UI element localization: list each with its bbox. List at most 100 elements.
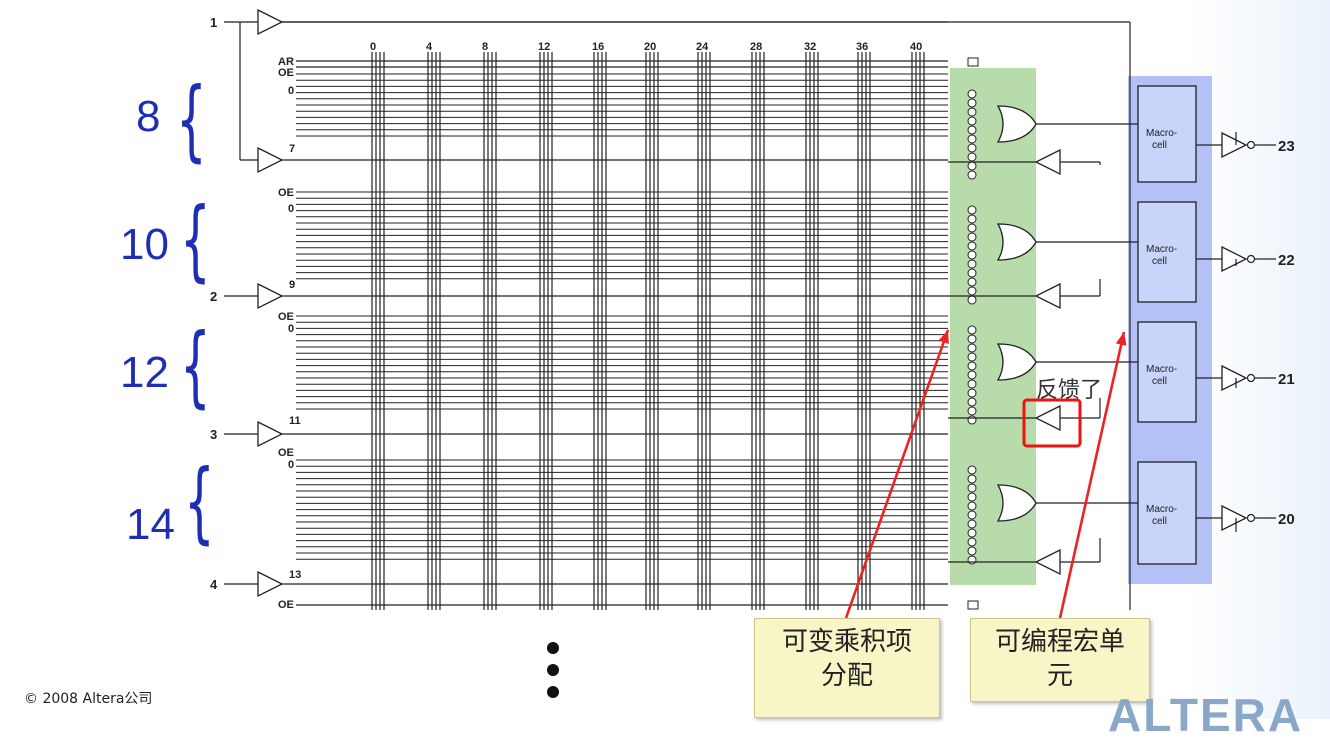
and-gate-icon (967, 370, 977, 380)
row-label-zero: 0 (288, 323, 294, 335)
input-pin-number: 1 (210, 15, 217, 30)
and-gate-icon (967, 492, 977, 502)
feedback-row-number: 9 (289, 279, 295, 291)
row-label-oe: OE (278, 311, 294, 323)
row-label-oe: OE (278, 67, 294, 79)
altera-logo: ALTERA (1108, 689, 1304, 741)
callout-product-terms-line1: 可变乘积项 (781, 627, 912, 657)
buffer-icon (257, 282, 284, 310)
callout-macrocell-line2: 元 (1046, 661, 1073, 691)
and-gate-icon (967, 134, 977, 144)
background-gradient (1190, 0, 1330, 719)
row-label-oe: OE (278, 599, 294, 611)
row-label-oe: OE (278, 447, 294, 459)
buffer-icon (257, 8, 284, 36)
row-label-oe: OE (278, 187, 294, 199)
column-number: 0 (370, 41, 376, 53)
and-gate-icon (967, 465, 977, 475)
input-pin-number: 3 (210, 427, 217, 442)
column-number: 40 (910, 41, 922, 53)
and-gate-icon (967, 107, 977, 117)
buffer-icon (1034, 404, 1061, 432)
and-gate-icon (967, 161, 977, 171)
row-label-zero: 0 (288, 85, 294, 97)
feedback-row-number: 13 (289, 569, 301, 581)
column-number: 4 (426, 41, 433, 53)
row-label-zero: 0 (288, 203, 294, 215)
and-gate-icon (967, 325, 977, 335)
output-pin-number: 21 (1278, 371, 1295, 388)
buffer-icon (1221, 131, 1248, 159)
callout-product-terms: 可变乘积项 分配 (754, 618, 940, 718)
and-gate-icon (967, 143, 977, 153)
macrocell-label: Macro- (1146, 504, 1177, 515)
output-pin-number: 22 (1278, 252, 1295, 269)
and-gate-icon (967, 223, 977, 233)
or-gate-icon (996, 105, 1037, 143)
column-number: 20 (644, 41, 656, 53)
and-gate-icon (967, 379, 977, 389)
ar-terminal-icon (967, 57, 979, 67)
group-brace-8: { (176, 68, 207, 171)
macrocell-box (1137, 201, 1197, 303)
macrocell-label: cell (1152, 516, 1167, 527)
feedback-row-number: 11 (289, 415, 301, 427)
feedback-row-number: 7 (289, 143, 295, 155)
and-gate-icon (967, 343, 977, 353)
and-gate-icon (967, 406, 977, 416)
and-gate-icon (967, 474, 977, 484)
macrocell-box (1137, 321, 1197, 423)
and-gate-icon (967, 214, 977, 224)
column-number: 32 (804, 41, 816, 53)
group-label-14: 14 (126, 500, 175, 549)
column-number: 12 (538, 41, 550, 53)
arrow-macrocell-head (1115, 332, 1127, 346)
and-gate-icon (967, 415, 977, 425)
or-gate-icon (996, 343, 1037, 381)
arrow-macrocell (1058, 331, 1126, 619)
buffer-icon (1034, 282, 1061, 310)
and-gate-icon (967, 519, 977, 529)
arrow-product-terms (844, 329, 950, 619)
and-gate-icon (967, 241, 977, 251)
macrocell-box (1137, 85, 1197, 183)
group-brace-10: { (180, 188, 211, 291)
macrocell-label: Macro- (1146, 244, 1177, 255)
or-gate-icon (996, 223, 1037, 261)
row-label-ar: AR (278, 56, 294, 68)
group-label-8: 8 (136, 92, 161, 141)
inverter-bubble-icon (1246, 373, 1256, 383)
oe-terminal-icon (967, 600, 979, 610)
or-gate-icon (996, 484, 1037, 522)
and-gate-icon (967, 388, 977, 398)
inverter-bubble-icon (1246, 513, 1256, 523)
macrocell-label: Macro- (1146, 364, 1177, 375)
callout-macrocell: 可编程宏单 元 (970, 618, 1150, 702)
highlight-box (1022, 398, 1082, 448)
and-gate-icon (967, 277, 977, 287)
column-number: 8 (482, 41, 488, 53)
buffer-icon (257, 570, 284, 598)
buffer-icon (1034, 148, 1061, 176)
ellipsis-dot-3 (547, 686, 559, 698)
buffer-icon (1221, 245, 1248, 273)
and-gate-icon (967, 483, 977, 493)
and-gate-icon (967, 510, 977, 520)
and-gate-icon (967, 361, 977, 371)
input-pin-number: 4 (210, 577, 218, 592)
and-gate-icon (967, 334, 977, 344)
group-brace-12: { (180, 314, 211, 417)
group-brace-14: { (184, 450, 215, 553)
buffer-icon (1034, 548, 1061, 576)
macrocell-label: cell (1152, 376, 1167, 387)
and-gate-icon (967, 232, 977, 242)
arrow-product-terms-head (938, 330, 949, 344)
and-gate-icon (967, 295, 977, 305)
and-gate-icon (967, 352, 977, 362)
and-gate-icon (967, 286, 977, 296)
buffer-icon (257, 146, 284, 174)
ellipsis-dot-1 (547, 642, 559, 654)
group-label-12: 12 (120, 348, 169, 397)
and-gate-icon (967, 546, 977, 556)
